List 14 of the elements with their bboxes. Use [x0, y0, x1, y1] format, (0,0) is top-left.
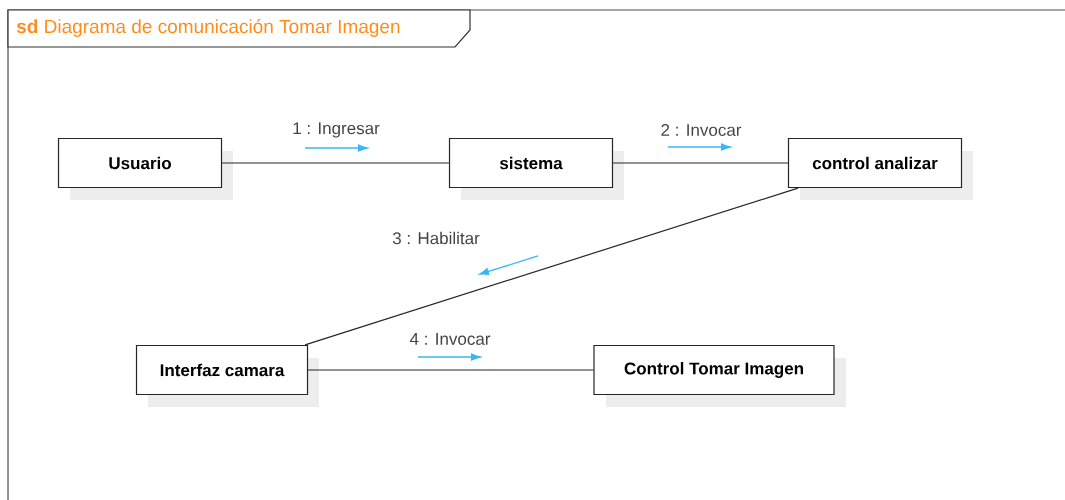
object-box: Control Tomar Imagen [593, 344, 846, 407]
connector [221, 162, 450, 164]
edge-label: 4 : Invocar [409, 333, 491, 345]
object-box: sistema [448, 137, 624, 200]
edge-label: 3 : Habilitar [392, 231, 480, 245]
object-box: control analizar [787, 137, 973, 200]
connector [612, 162, 789, 164]
connector [307, 369, 594, 371]
object-box: Usuario [57, 137, 233, 200]
object-box: Interfaz camara [135, 344, 319, 407]
edge-label: 1 : Ingresar [293, 122, 380, 138]
connector [304, 187, 799, 346]
edge-label: 2 : Invocar [661, 124, 742, 136]
title-tab: sd Diagrama de comunicación Tomar Imagen [7, 9, 471, 48]
